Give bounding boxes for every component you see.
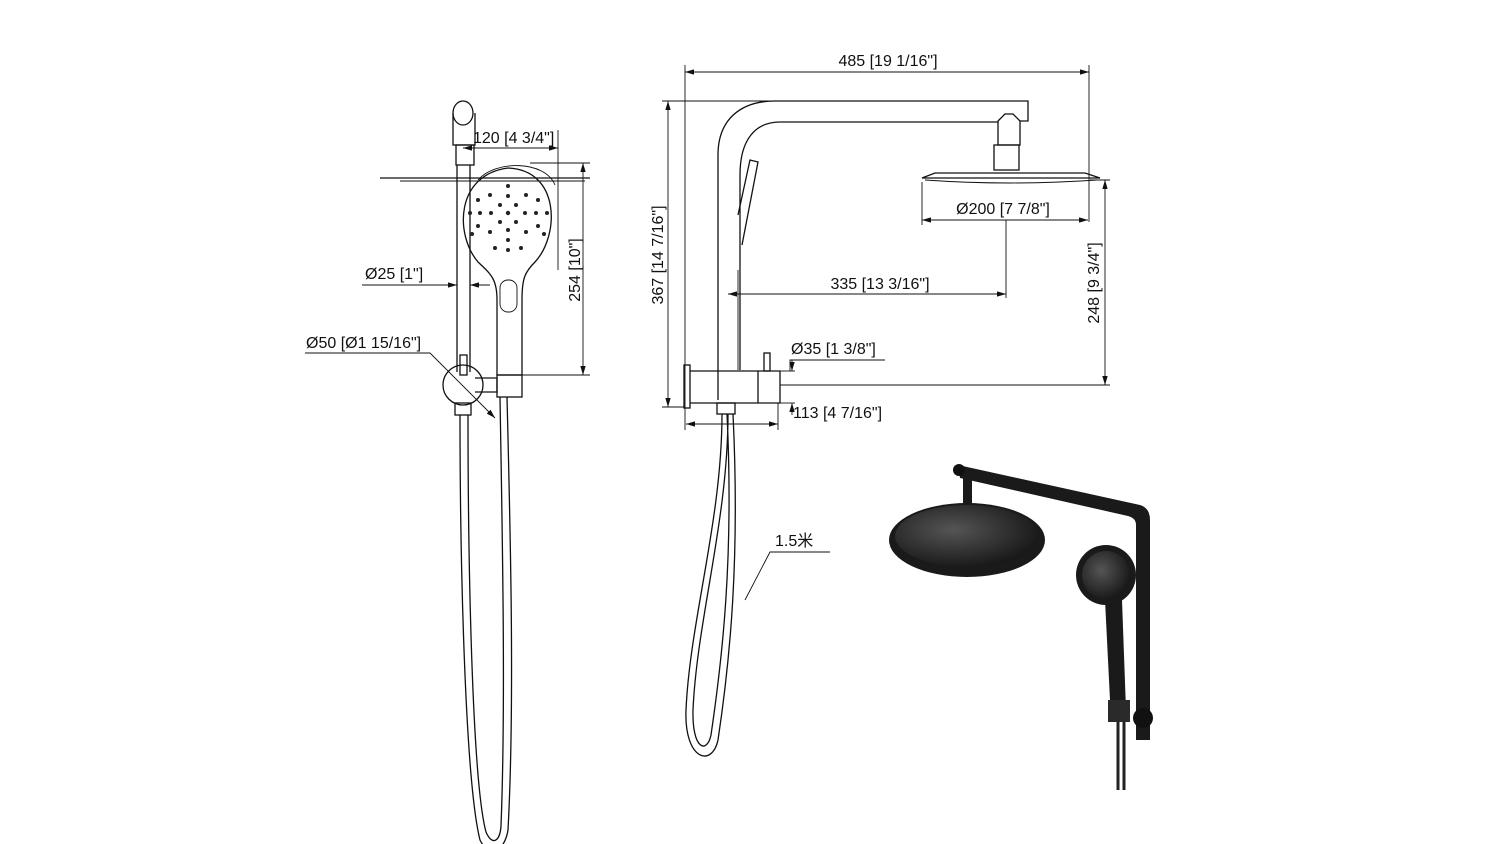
dim-120: 120 [4 3/4"] bbox=[473, 130, 554, 147]
valve-side bbox=[442, 354, 498, 416]
hose-front bbox=[685, 413, 736, 757]
hose-length-label: 1.5米 bbox=[775, 532, 813, 550]
dim-335: 335 [13 3/16"] bbox=[830, 276, 929, 293]
shower-arm bbox=[717, 100, 1029, 400]
hand-shower-front bbox=[737, 159, 759, 246]
hose-side bbox=[459, 396, 513, 844]
valve-front bbox=[683, 352, 781, 415]
arm-end bbox=[452, 100, 474, 126]
dim-367: 367 [14 7/16"] bbox=[650, 205, 667, 304]
dim-d200: Ø200 [7 7/8"] bbox=[956, 201, 1050, 218]
dim-d50: Ø50 [Ø1 15/16"] bbox=[306, 335, 421, 352]
rain-head-front bbox=[921, 172, 1101, 179]
dim-485: 485 [19 1/16"] bbox=[838, 53, 937, 70]
side-view: 120 [4 3/4"] 254 [10"] Ø25 [1"] Ø50 [Ø1 … bbox=[305, 100, 590, 844]
hand-shower-side bbox=[462, 165, 556, 398]
dim-d25: Ø25 [1"] bbox=[365, 266, 423, 283]
front-view: 485 [19 1/16"] 367 [14 7/16"] Ø200 [7 7/… bbox=[650, 53, 1110, 757]
dim-248: 248 [9 3/4"] bbox=[1086, 242, 1103, 323]
dim-113: 113 [4 7/16"] bbox=[793, 405, 882, 422]
dim-d35: Ø35 [1 3/8"] bbox=[791, 341, 876, 358]
product-render bbox=[889, 464, 1153, 790]
dim-254: 254 [10"] bbox=[567, 238, 584, 302]
